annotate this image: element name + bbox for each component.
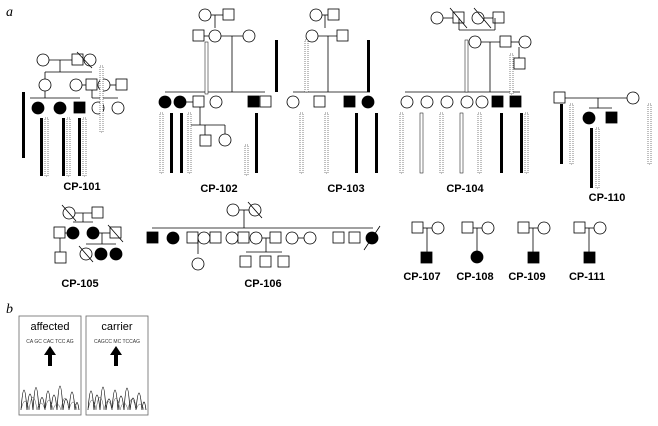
pedigree-cp102 — [158, 8, 278, 176]
panel-a-label: a — [6, 5, 13, 20]
family-label-cp109: CP-109 — [508, 271, 545, 283]
chromatogram-affected: affected CA GC CAC TCC AG — [18, 315, 82, 416]
affected-sequence: CA GC CAC TCC AG — [26, 339, 74, 345]
panel-b-label: b — [6, 302, 13, 317]
family-label-cp102: CP-102 — [200, 183, 237, 195]
chromatogram-carrier: carrier CAGCC MC TCCAG — [85, 315, 149, 416]
family-label-cp108: CP-108 — [456, 271, 493, 283]
family-label-cp110: CP-110 — [589, 192, 626, 204]
pedigree-cp106 — [146, 201, 381, 271]
family-label-cp106: CP-106 — [244, 278, 281, 290]
pedigree-cp107 — [411, 221, 445, 264]
family-label-cp103: CP-103 — [327, 183, 364, 195]
pedigree-cp101 — [22, 51, 128, 177]
pedigree-cp104 — [399, 7, 532, 174]
pedigree-cp103 — [286, 8, 378, 174]
carrier-sequence: CAGCC MC TCCAG — [94, 339, 140, 345]
affected-trace — [20, 385, 80, 411]
affected-label: affected — [31, 321, 70, 333]
mutation-arrow-icon — [110, 346, 122, 366]
pedigree-cp110 — [553, 91, 652, 189]
pedigree-cp108 — [461, 221, 495, 264]
family-label-cp104: CP-104 — [446, 183, 484, 195]
pedigree-cp109 — [517, 221, 551, 264]
family-label-cp111: CP-111 — [569, 271, 605, 283]
family-label-cp105: CP-105 — [61, 278, 98, 290]
family-label-cp107: CP-107 — [403, 271, 440, 283]
carrier-trace — [87, 386, 147, 411]
family-label-cp101: CP-101 — [63, 181, 100, 193]
mutation-arrow-icon — [44, 346, 56, 366]
pedigree-cp111 — [573, 221, 607, 264]
pedigree-cp105 — [53, 204, 124, 264]
carrier-label: carrier — [101, 321, 133, 333]
